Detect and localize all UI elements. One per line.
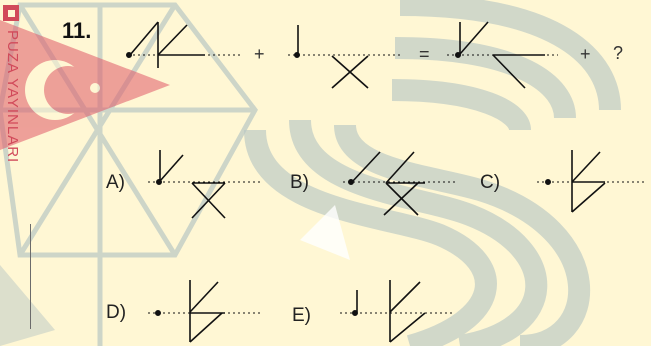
- option-d-label[interactable]: D): [106, 302, 126, 324]
- question-figure-2: [288, 25, 400, 88]
- option-c-figure: [537, 150, 645, 212]
- option-a-label[interactable]: A): [106, 172, 125, 194]
- option-d-figure: [148, 280, 262, 342]
- plus-sign-1: +: [254, 44, 265, 65]
- option-c-label[interactable]: C): [480, 172, 500, 194]
- result-figure: [447, 22, 558, 88]
- equals-sign: =: [419, 44, 430, 65]
- plus-sign-2: +: [580, 44, 591, 65]
- option-b-label[interactable]: B): [290, 172, 309, 194]
- option-b-figure: [343, 152, 455, 215]
- question-mark: ?: [613, 43, 623, 64]
- question-figure-1: [127, 22, 240, 68]
- option-e-label[interactable]: E): [292, 305, 311, 327]
- option-e-figure: [340, 280, 455, 342]
- option-a-figure: [148, 150, 260, 218]
